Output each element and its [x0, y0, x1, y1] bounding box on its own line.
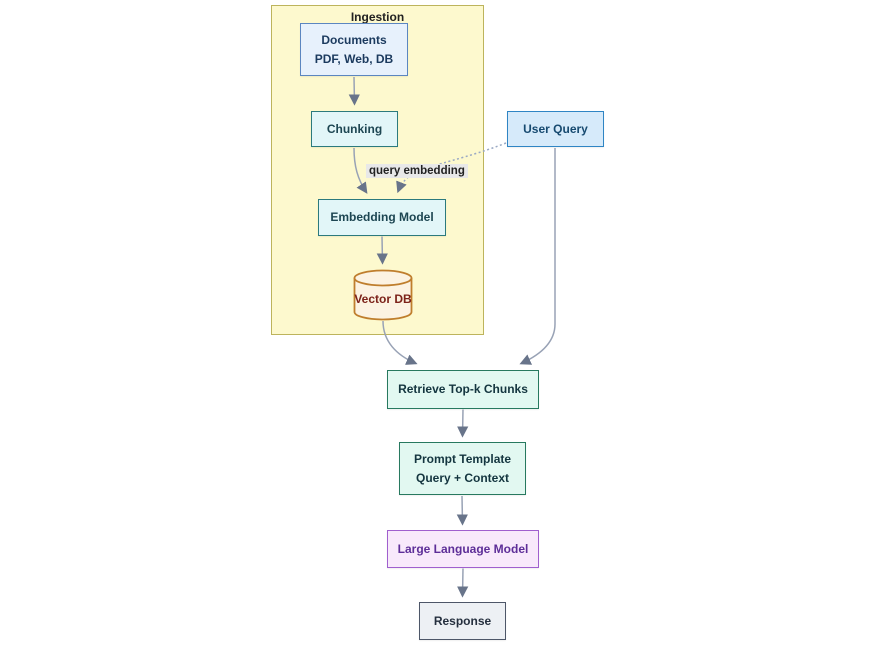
edge-userquery-retrieve — [519, 148, 556, 365]
node-embedding-model: Embedding Model — [318, 199, 446, 236]
edge-retrieve-prompt — [457, 409, 469, 438]
node-response: Response — [419, 602, 506, 640]
node-prompt-template-line2: Query + Context — [415, 470, 510, 485]
node-large-language-model: Large Language Model — [387, 530, 539, 568]
node-chunking: Chunking — [311, 111, 398, 147]
node-vector-db-label: Vector DB — [354, 291, 412, 306]
node-response-label: Response — [433, 613, 492, 628]
node-prompt-template-line1: Prompt Template — [413, 451, 512, 466]
node-documents-line1: Documents — [321, 32, 387, 47]
node-prompt-template: Prompt Template Query + Context — [399, 442, 526, 495]
node-chunking-label: Chunking — [326, 121, 383, 136]
node-retrieve-topk-label: Retrieve Top-k Chunks — [398, 382, 528, 396]
edge-prompt-llm — [456, 495, 468, 526]
node-user-query: User Query — [507, 111, 604, 147]
node-user-query-label: User Query — [523, 121, 588, 136]
node-embedding-model-label: Embedding Model — [330, 210, 434, 224]
edge-llm-response — [457, 568, 469, 598]
node-documents-line2: PDF, Web, DB — [314, 51, 394, 66]
database-cylinder-icon — [353, 269, 413, 321]
node-documents: Documents PDF, Web, DB — [300, 23, 408, 76]
ingestion-cluster-label: Ingestion — [350, 10, 405, 24]
node-large-language-model-label: Large Language Model — [397, 541, 529, 556]
node-vector-db: Vector DB — [353, 269, 413, 321]
node-retrieve-topk: Retrieve Top-k Chunks — [387, 370, 539, 409]
edge-label-query-embedding: query embedding — [366, 164, 468, 178]
